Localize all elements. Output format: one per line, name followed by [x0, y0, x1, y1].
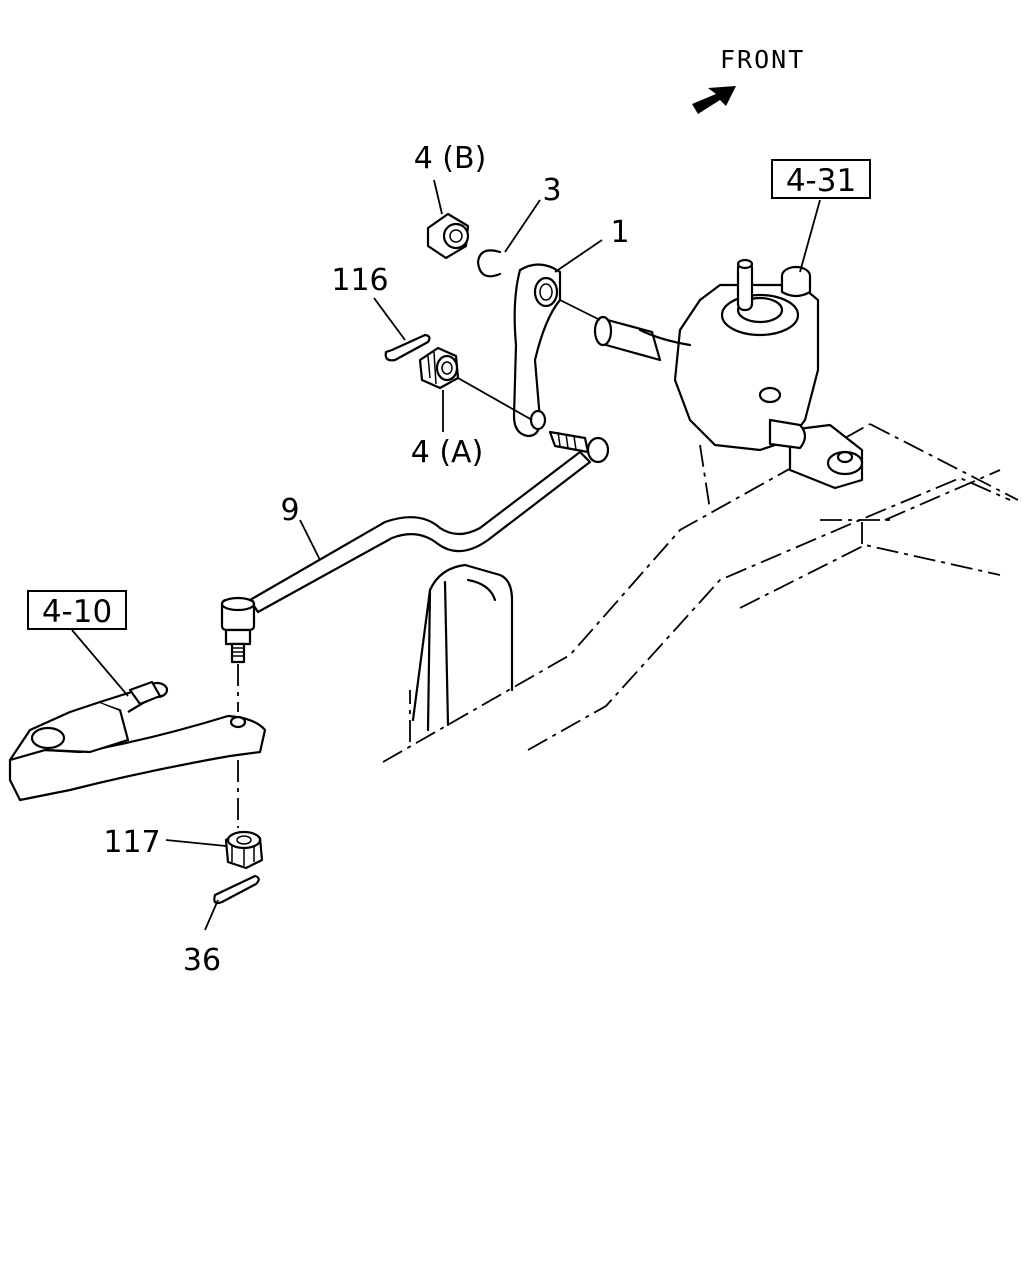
callout-nut-4b: 4 (B)	[414, 141, 487, 176]
callout-castle-nut-117: 117	[103, 825, 160, 860]
lower-arm	[8, 680, 267, 802]
front-arrow-icon	[692, 86, 736, 114]
callout-clip-3: 3	[542, 173, 561, 208]
ref-box-4-10[interactable]: 4-10	[27, 590, 127, 630]
front-label: FRONT	[720, 45, 805, 74]
nut-4b	[426, 212, 470, 260]
callout-idler-arm-1: 1	[610, 215, 629, 250]
callout-relay-rod-9: 9	[280, 493, 299, 528]
front-indicator: FRONT	[692, 45, 805, 114]
nut-4a-axis-line	[457, 377, 533, 421]
cotter-pin-116	[384, 333, 431, 362]
castle-nut-117	[224, 830, 264, 870]
ref-box-4-31[interactable]: 4-31	[771, 159, 871, 199]
callout-cotter-pin-116: 116	[331, 263, 388, 298]
shaft-axis-line	[559, 299, 601, 321]
callout-cotter-pin-36: 36	[183, 943, 221, 978]
cotter-pin-36	[213, 874, 260, 905]
chassis-frame	[382, 423, 1019, 763]
leader-lines	[71, 179, 821, 931]
steering-gear-box	[593, 258, 864, 511]
callout-nut-4a: 4 (A)	[411, 435, 484, 470]
ref-label-4-31: 4-31	[786, 163, 856, 199]
castle-nut-4a	[418, 346, 460, 390]
pitman-arm	[512, 263, 562, 438]
ref-label-4-10: 4-10	[42, 594, 112, 630]
clip-3	[476, 249, 502, 278]
relay-rod	[220, 430, 610, 664]
